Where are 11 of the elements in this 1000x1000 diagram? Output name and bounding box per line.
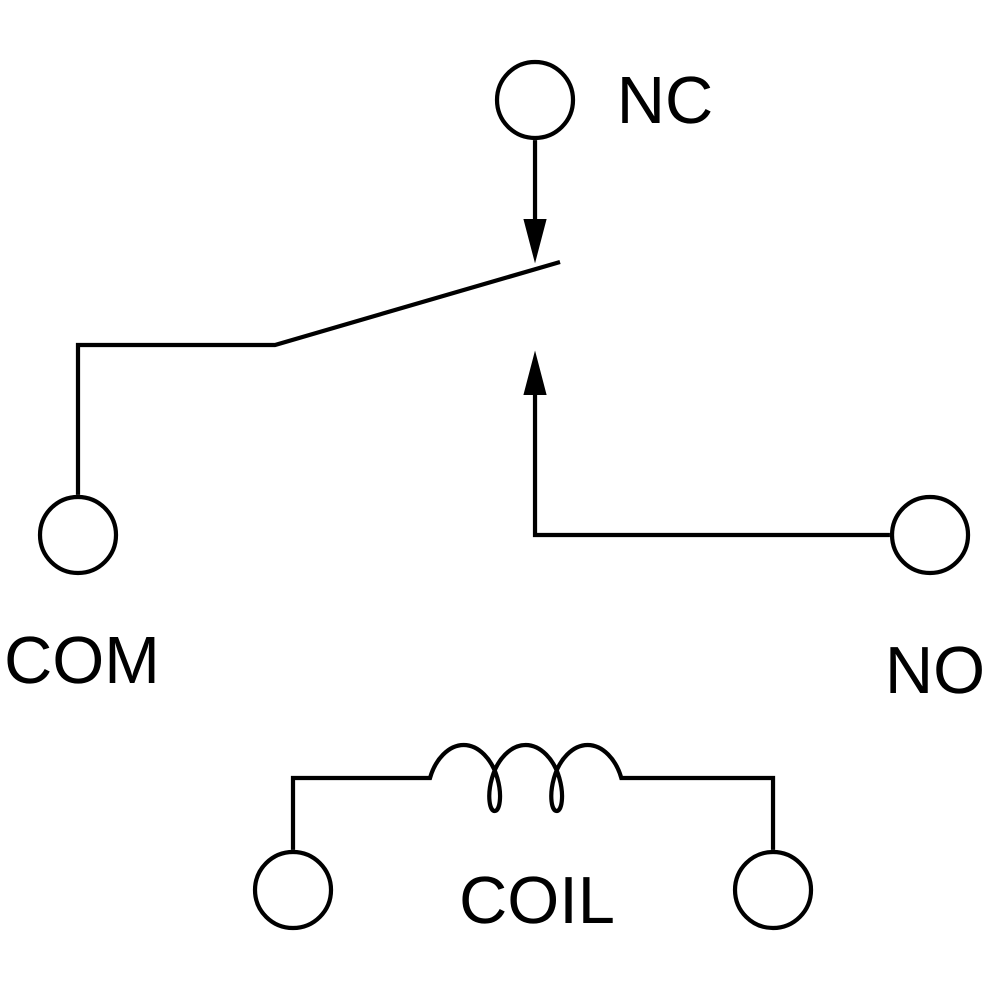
coil-label: COIL [462,876,613,924]
terminal-circle [732,850,814,930]
terminal-label: NC [622,76,711,124]
terminal-circle [38,494,118,576]
wire [76,260,561,495]
terminal-circle [494,60,576,140]
terminal-label: NO [890,646,982,694]
terminal-label: COM [7,636,154,684]
terminal-circle [252,850,334,930]
wire [290,742,776,850]
terminal-circle [890,494,970,576]
